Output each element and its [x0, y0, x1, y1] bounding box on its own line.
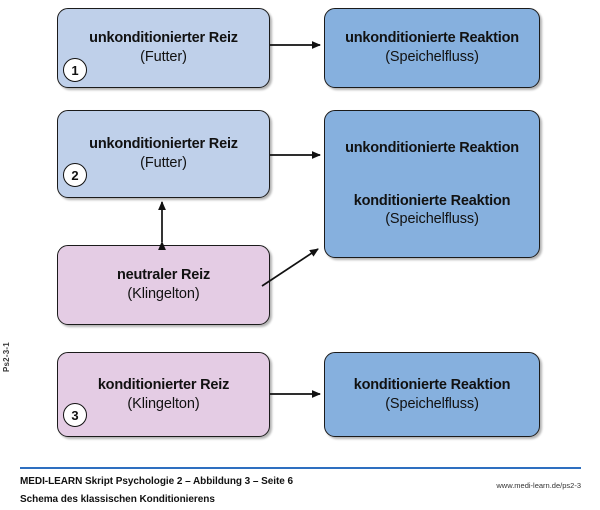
- box-title: unkonditionierter Reiz: [89, 30, 238, 47]
- box-title-unconditioned: unkonditionierte Reaktion: [345, 140, 519, 157]
- figure-side-label: Ps2-3-1: [2, 342, 11, 372]
- box-conditioned-stimulus-3[interactable]: konditionierter Reiz (Klingelton): [57, 352, 270, 437]
- box-title: unkonditionierte Reaktion: [345, 30, 519, 47]
- box-unconditioned-reaction-1[interactable]: unkonditionierte Reaktion (Speichelfluss…: [324, 8, 540, 88]
- box-title: konditionierte Reaktion: [353, 376, 511, 393]
- box-subtitle: (Futter): [140, 155, 187, 171]
- step-badge-2: 2: [63, 163, 87, 187]
- box-title: konditionierter Reiz: [97, 376, 230, 393]
- box-conditioned-reaction-3[interactable]: konditionierte Reaktion (Speichelfluss): [324, 352, 540, 437]
- arrow-neutral-to-reaction2: [261, 248, 319, 287]
- box-subtitle: (Speichelfluss): [385, 395, 479, 412]
- footer-url[interactable]: www.medi-learn.de/ps2-3: [496, 481, 581, 490]
- footer-divider: [20, 467, 581, 470]
- footer-source-line: MEDI-LEARN Skript Psychologie 2 – Abbild…: [20, 476, 294, 487]
- box-title: neutraler Reiz: [116, 267, 211, 284]
- box-subtitle: (Klingelton): [127, 395, 200, 412]
- box-neutral-stimulus[interactable]: neutraler Reiz (Klingelton): [57, 245, 270, 325]
- box-unconditioned-stimulus-2[interactable]: unkonditionierter Reiz (Futter): [57, 110, 270, 198]
- box-subtitle: (Futter): [140, 49, 187, 65]
- box-combined-reaction-2[interactable]: unkonditionierte Reaktion konditionierte…: [324, 110, 540, 258]
- box-unconditioned-stimulus-1[interactable]: unkonditionierter Reiz (Futter): [57, 8, 270, 88]
- step-badge-3: 3: [63, 403, 87, 427]
- box-title-conditioned: konditionierte Reaktion: [353, 192, 511, 209]
- box-subtitle: (Speichelfluss): [385, 211, 479, 228]
- footer-caption: Schema des klassischen Konditionierens: [20, 494, 215, 505]
- box-subtitle: (Speichelfluss): [385, 49, 479, 65]
- box-title: unkonditionierter Reiz: [89, 136, 238, 153]
- step-badge-1: 1: [63, 58, 87, 82]
- box-subtitle: (Klingelton): [127, 286, 200, 302]
